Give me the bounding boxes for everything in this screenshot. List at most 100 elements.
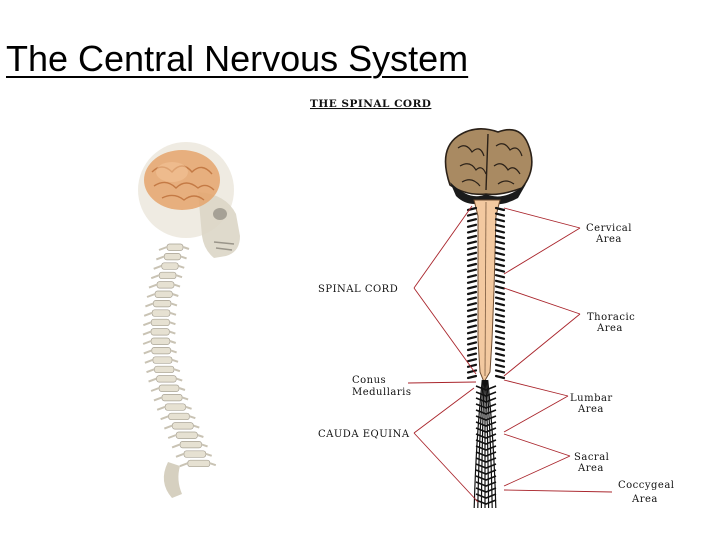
cauda-root (475, 439, 497, 445)
nerve-root-right (494, 246, 506, 251)
label-lumbar-line1: Lumbar (570, 393, 613, 404)
nerve-root-left (466, 302, 478, 307)
right-pointer-lines (503, 207, 613, 493)
nerve-root-right (494, 274, 506, 279)
vertebra-process (142, 340, 177, 345)
cauda-root (475, 433, 497, 439)
label-lumbar-line2: Area (577, 404, 604, 415)
label-cervical-line2: Area (595, 234, 622, 245)
nerve-root-left (466, 218, 478, 223)
label-thoracic-line1: Thoracic (587, 312, 635, 323)
nerve-root-right (494, 302, 506, 307)
vertebra (156, 375, 177, 383)
vertebra (187, 459, 211, 468)
vertebra (168, 412, 190, 421)
vertebra (153, 300, 172, 308)
diagram-title: THE SPINAL CORD (310, 98, 431, 110)
vertebra-process (179, 462, 217, 468)
nerve-root-left (466, 279, 478, 284)
vertebra (151, 309, 171, 317)
label-sacral-line2: Area (577, 463, 604, 474)
label-thoracic-line2: Area (596, 323, 623, 334)
vertebra-process (153, 264, 185, 270)
nerve-root-right (494, 262, 506, 268)
vertebra-process (150, 274, 183, 280)
nerve-root-left (466, 268, 478, 273)
vertebra (158, 271, 177, 280)
nerve-root-right (494, 285, 506, 290)
spinal-cord-diagram: THE SPINAL CORD SPINAL CORD Conus Medull… (310, 98, 675, 509)
skeleton-brain-illustration (138, 142, 240, 498)
nerve-root-left (466, 369, 478, 374)
nerve-root-right (494, 257, 506, 262)
vertebral-column (142, 243, 217, 468)
nerve-root-right (494, 324, 506, 329)
vertebra (154, 290, 173, 298)
vertebra (156, 281, 175, 289)
vertebra-process (145, 302, 178, 308)
cauda-root (475, 463, 497, 469)
vertebra-process (148, 377, 183, 383)
nerve-root-right (494, 369, 506, 374)
vertebra (166, 243, 184, 251)
label-spinal-cord: SPINAL CORD (318, 284, 398, 295)
vertebra-process (158, 246, 190, 251)
cauda-root (475, 475, 497, 481)
spinal-nerves (466, 206, 506, 380)
vertebra (171, 422, 194, 430)
nerve-root-right (494, 358, 506, 363)
nerve-root-left (466, 285, 478, 290)
nerve-root-right (494, 313, 506, 318)
nerve-root-left (466, 330, 478, 335)
vertebra-process (171, 443, 208, 449)
nerve-root-left (466, 296, 478, 301)
label-coccygeal-line1: Coccygeal (618, 480, 675, 491)
nerve-root-right (494, 218, 506, 223)
vertebra-process (144, 358, 179, 364)
vertebra (152, 356, 173, 364)
vertebra (150, 337, 171, 345)
cauda-root (475, 397, 497, 403)
nerve-root-left (466, 229, 478, 234)
nerve-root-right (494, 251, 506, 256)
cauda-root (475, 421, 497, 427)
vertebra-process (175, 452, 213, 458)
nerve-root-right (494, 346, 506, 352)
brain-shape (144, 150, 220, 210)
nerve-root-left (466, 234, 478, 240)
nerve-root-right (494, 234, 506, 240)
nerve-root-right (494, 268, 506, 273)
nerve-root-left (466, 346, 478, 352)
vertebra (164, 403, 186, 411)
label-cauda-equina: CAUDA EQUINA (318, 429, 410, 440)
vertebra (179, 441, 202, 449)
nerve-root-right (494, 374, 506, 380)
cauda-root (475, 385, 497, 391)
nerve-root-right (494, 363, 506, 368)
nerve-root-left (466, 318, 478, 324)
nerve-root-right (494, 341, 506, 346)
nerve-root-right (494, 223, 506, 228)
left-pointer-lines (407, 205, 479, 503)
nerve-root-right (494, 229, 506, 234)
label-sacral-line1: Sacral (574, 452, 609, 463)
nerve-root-left (466, 358, 478, 363)
slide-title: The Central Nervous System (6, 38, 469, 79)
nerve-root-right (494, 296, 506, 301)
nerve-root-left (466, 352, 478, 357)
nerve-root-right (494, 240, 506, 245)
nerve-root-left (466, 257, 478, 262)
vertebra (150, 318, 170, 327)
cauda-root (475, 457, 497, 463)
nerve-root-left (466, 223, 478, 228)
nerve-root-right (494, 212, 506, 217)
vertebra-process (156, 405, 192, 411)
vertebra (175, 431, 198, 439)
vertebra-process (150, 387, 186, 392)
cauda-root (475, 445, 497, 451)
vertebra-process (155, 255, 187, 261)
cauda-root (475, 409, 497, 415)
vertebra (183, 450, 207, 458)
nerve-root-right (494, 307, 506, 312)
nerve-root-right (494, 206, 506, 212)
